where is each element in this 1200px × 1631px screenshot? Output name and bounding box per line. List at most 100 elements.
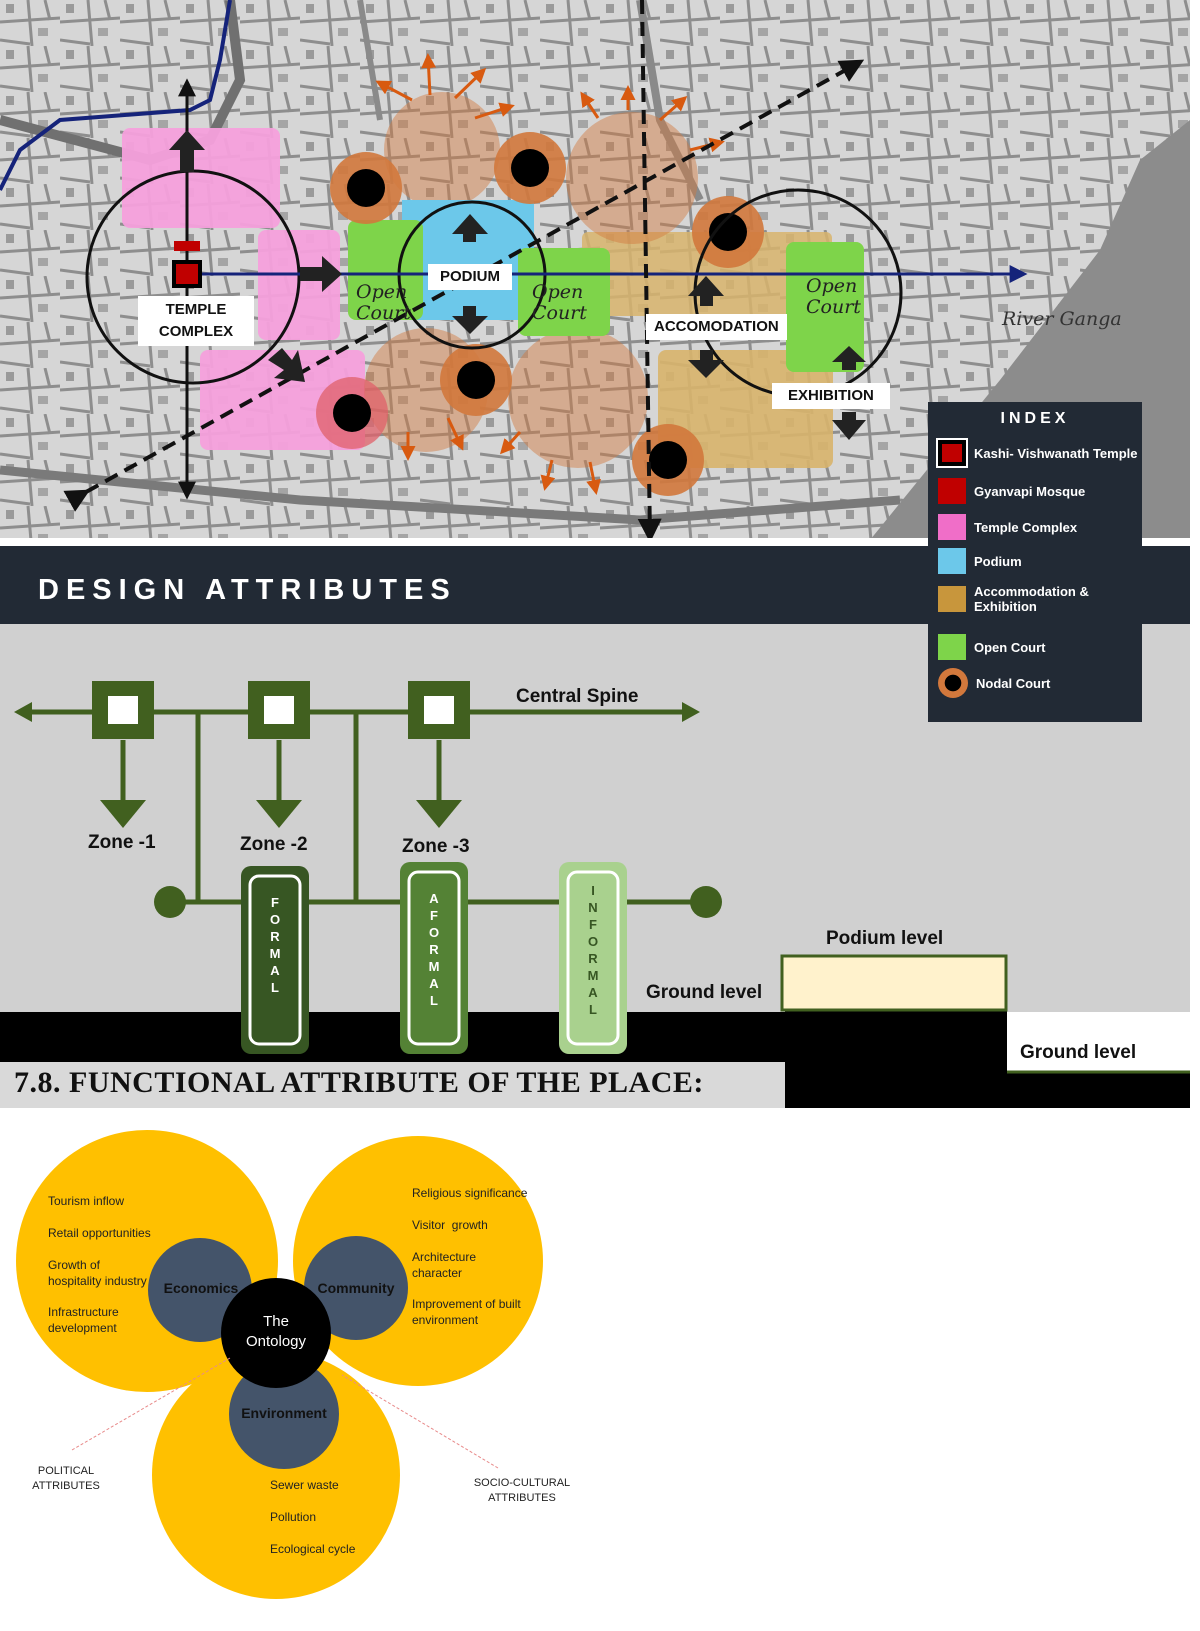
economics-core-label: Economics xyxy=(163,1280,239,1296)
open-court-2-line2: Court xyxy=(532,301,587,324)
economics-item-line: Growth of xyxy=(48,1258,101,1272)
environment-item: Pollution xyxy=(270,1510,316,1526)
podium-level-label: Podium level xyxy=(826,928,944,949)
ground-level-right-label: Ground level xyxy=(1020,1042,1137,1063)
community-core-label: Community xyxy=(317,1280,395,1296)
temple-complex-line1: TEMPLE xyxy=(165,301,227,318)
open-court-2-line1: Open xyxy=(532,281,584,303)
legend-label: Gyanvapi Mosque xyxy=(974,483,1086,499)
informal-letter: N xyxy=(588,900,598,915)
socio-cultural-line: SOCIO-CULTURAL xyxy=(473,1477,571,1489)
economics-item-line: Infrastructure xyxy=(48,1305,119,1319)
mosque-swatch-icon xyxy=(938,478,966,504)
accomodation-label: ACCOMODATION xyxy=(646,314,787,340)
formal-letter: L xyxy=(271,980,279,995)
temple-swatch-icon xyxy=(936,438,968,468)
accommodation-swatch-icon xyxy=(938,586,966,612)
open-court-label: Open Court xyxy=(356,282,411,324)
central-spine-label: Central Spine xyxy=(516,686,639,707)
temple-complex-swatch-icon xyxy=(938,514,966,540)
community-item-line: Improvement of built xyxy=(412,1297,521,1311)
community-item: Architecture character xyxy=(412,1250,476,1281)
open-court-3-line2: Court xyxy=(806,295,861,318)
environment-item: Ecological cycle xyxy=(270,1542,355,1558)
community-item: Improvement of built environment xyxy=(412,1297,521,1328)
aformal-letter: F xyxy=(430,908,438,923)
informal-pill-text: I N F O R M A L xyxy=(583,882,603,1018)
legend-label: Podium xyxy=(974,553,1022,569)
legend-label: Accommodation & Exhibition xyxy=(974,584,1089,614)
legend-item-kashi-vishwanath: Kashi- Vishwanath Temple xyxy=(936,438,1142,468)
environment-item-line: Sewer waste xyxy=(270,1478,339,1492)
aformal-letter: R xyxy=(429,942,439,957)
aformal-letter: A xyxy=(429,891,439,906)
political-line: ATTRIBUTES xyxy=(32,1479,100,1492)
open-court-label: Open Court xyxy=(532,282,587,324)
economics-item: Growth of hospitality industry xyxy=(48,1258,147,1289)
legend-item-temple-complex: Temple Complex xyxy=(938,514,1142,540)
aformal-letter: M xyxy=(428,959,440,974)
economics-item-line: hospitality industry xyxy=(48,1273,147,1288)
podium-label: PODIUM xyxy=(428,264,512,290)
ground-level-left-label: Ground level xyxy=(646,982,763,1003)
informal-letter: O xyxy=(587,934,599,949)
formal-letter: A xyxy=(270,963,280,978)
political-line: POLITICAL xyxy=(37,1465,95,1477)
environment-core-label: Environment xyxy=(241,1405,327,1421)
environment-item: Sewer waste xyxy=(270,1478,339,1494)
nodal-court-swatch-icon xyxy=(938,668,968,698)
legend-label: Nodal Court xyxy=(976,675,1051,691)
temple-complex-label: TEMPLE COMPLEX xyxy=(138,296,254,346)
ontology-center-line: Ontology xyxy=(245,1333,307,1351)
informal-letter: L xyxy=(589,1002,597,1017)
community-item-line: Religious significance xyxy=(412,1186,528,1200)
design-attributes-title: DESIGN ATTRIBUTES xyxy=(38,574,457,606)
formal-letter: R xyxy=(270,929,280,944)
community-item-line: Visitor growth xyxy=(412,1218,488,1232)
ontology-center-line: The xyxy=(263,1313,289,1330)
informal-letter: M xyxy=(587,968,599,983)
informal-letter: F xyxy=(589,917,597,932)
zone-1-label: Zone -1 xyxy=(88,832,156,853)
index-legend: INDEX Kashi- Vishwanath Temple Gyanvapi … xyxy=(928,402,1142,722)
open-court-label: Open Court xyxy=(806,276,861,318)
aformal-letter: A xyxy=(429,976,439,991)
temple-complex-line2: COMPLEX xyxy=(158,322,234,340)
socio-cultural-line: ATTRIBUTES xyxy=(488,1491,556,1504)
section-heading: 7.8. FUNCTIONAL ATTRIBUTE OF THE PLACE: xyxy=(14,1066,704,1099)
legend-label: Temple Complex xyxy=(974,519,1078,535)
community-item: Visitor growth xyxy=(412,1218,488,1234)
community-item-line: environment xyxy=(412,1312,479,1327)
legend-item-nodal-court: Nodal Court xyxy=(938,668,1142,698)
economics-item-line: development xyxy=(48,1320,117,1335)
economics-item: Infrastructure development xyxy=(48,1305,119,1336)
legend-item-podium: Podium xyxy=(938,548,1142,574)
formal-pill-text: F O R M A L xyxy=(265,894,285,996)
aformal-letter: L xyxy=(430,993,438,1008)
design-attributes-diagram xyxy=(0,546,1190,1108)
economics-item-line: Retail opportunities xyxy=(48,1226,151,1240)
environment-item-line: Ecological cycle xyxy=(270,1542,356,1556)
ontology-center-label: The Ontology xyxy=(226,1312,326,1353)
informal-letter: A xyxy=(588,985,598,1000)
socio-cultural-attributes-label: SOCIO-CULTURAL ATTRIBUTES xyxy=(470,1476,574,1506)
site-plan-map xyxy=(0,0,1200,540)
formal-letter: F xyxy=(271,895,279,910)
aformal-pill-text: A F O R M A L xyxy=(424,890,444,1009)
formal-letter: O xyxy=(269,912,281,927)
podium-swatch-icon xyxy=(938,548,966,574)
zone-2-label: Zone -2 xyxy=(240,834,308,855)
economics-item-line: Tourism inflow xyxy=(48,1194,125,1208)
legend-label: Kashi- Vishwanath Temple xyxy=(974,445,1138,461)
informal-letter: R xyxy=(588,951,598,966)
legend-label: Open Court xyxy=(974,639,1046,655)
economics-item: Tourism inflow xyxy=(48,1194,124,1210)
community-item-line: Architecture xyxy=(412,1250,477,1264)
index-title: INDEX xyxy=(1000,410,1070,427)
informal-letter: I xyxy=(591,883,595,898)
formal-letter: M xyxy=(269,946,281,961)
economics-item: Retail opportunities xyxy=(48,1226,151,1242)
aformal-letter: O xyxy=(428,925,440,940)
open-court-1-line1: Open xyxy=(356,281,408,303)
